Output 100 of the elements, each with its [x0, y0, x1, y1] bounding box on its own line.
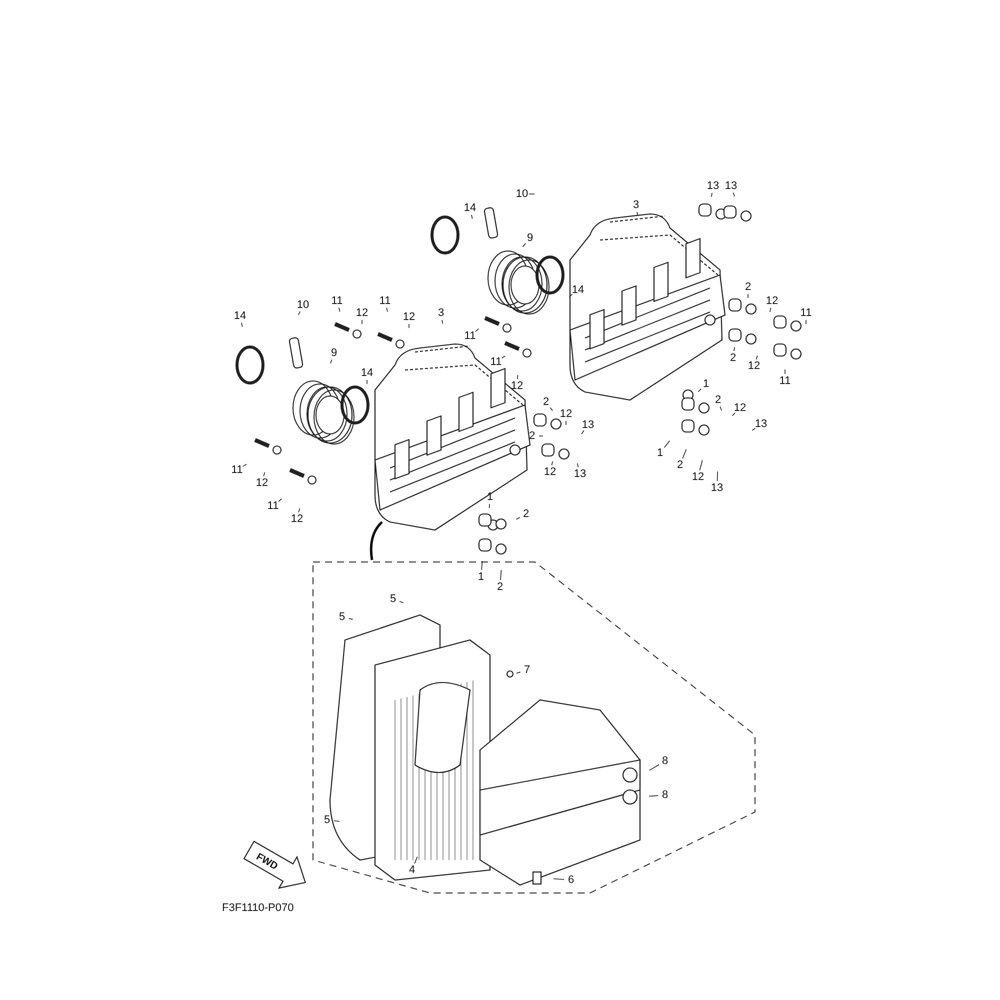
callout-number: 9 — [330, 347, 338, 359]
callout-number: 14 — [464, 202, 476, 214]
leader-line — [408, 324, 410, 328]
direction-arrow: FWD — [243, 840, 306, 889]
callout-number: 1 — [656, 447, 664, 459]
leader-line — [711, 192, 712, 198]
callout-number: 12 — [290, 513, 304, 525]
leader-line — [474, 328, 480, 332]
leader-line — [648, 795, 658, 797]
leader-line — [716, 471, 718, 482]
leader-line — [242, 464, 247, 467]
callout-number: 12 — [748, 360, 760, 372]
leader-line — [348, 618, 354, 620]
callout-number: 11 — [267, 500, 279, 512]
callout-number: 12 — [544, 466, 556, 478]
leader-line — [414, 856, 418, 864]
callout-number: 12 — [734, 402, 746, 414]
callout-number: 2 — [522, 508, 530, 520]
callout-number: 12 — [510, 380, 524, 392]
leader-line — [338, 307, 340, 312]
callout-number: 11 — [231, 464, 243, 476]
leader-line — [241, 322, 243, 328]
leader-line — [664, 440, 670, 448]
leader-line — [732, 192, 735, 197]
leader-line — [698, 388, 702, 392]
callout-number: 13 — [582, 419, 594, 431]
leader-line — [576, 462, 579, 468]
callout-number: 2 — [676, 459, 684, 471]
callout-number: 13 — [574, 468, 586, 480]
callout-number: 10 — [516, 188, 528, 200]
callout-number: 12 — [256, 477, 268, 489]
leader-line — [263, 472, 266, 477]
leader-line — [770, 307, 772, 312]
callout-number: 13 — [724, 180, 738, 192]
leader-line — [516, 516, 520, 520]
leader-line — [500, 570, 502, 580]
leader-line — [720, 406, 722, 411]
callout-number: 2 — [542, 396, 550, 408]
drawing-code: F3F1110-P070 — [222, 902, 294, 914]
callout-number: 4 — [408, 864, 416, 876]
callout-number: 1 — [486, 491, 494, 503]
leader-line — [399, 601, 404, 604]
leader-line — [366, 380, 368, 384]
leader-line — [649, 764, 660, 771]
leader-line — [682, 448, 687, 459]
leader-line — [568, 294, 573, 297]
callout-number: 8 — [662, 789, 668, 801]
callout-number: 14 — [234, 310, 246, 322]
leader-line — [734, 346, 735, 352]
callout-number: 11 — [490, 356, 502, 368]
callout-number: 5 — [324, 814, 330, 826]
leader-line — [501, 356, 506, 359]
callout-number: 3 — [632, 199, 640, 211]
callout-number: 6 — [568, 874, 574, 886]
leader-line — [732, 412, 736, 416]
callout-number: 10 — [296, 299, 310, 311]
leader-line — [581, 430, 584, 434]
callout-number: 8 — [662, 755, 668, 767]
leader-line — [553, 878, 564, 880]
leader-line — [516, 672, 521, 674]
leader-line — [298, 508, 300, 513]
leader-line — [330, 359, 332, 364]
callout-number: 11 — [800, 307, 812, 319]
callout-number: 1 — [702, 378, 710, 390]
leader-line — [442, 320, 444, 324]
callout-number: 11 — [379, 295, 391, 307]
leader-line — [756, 355, 758, 360]
callout-number: 2 — [744, 281, 752, 293]
leader-line — [386, 307, 388, 312]
callout-number: 2 — [528, 430, 536, 442]
callout-number: 12 — [692, 471, 704, 483]
callout-number: 9 — [526, 232, 534, 244]
leader-line — [699, 460, 703, 471]
callout-number: 12 — [560, 408, 572, 420]
callout-number: 11 — [331, 295, 343, 307]
leader-line — [481, 560, 483, 570]
callout-number: 7 — [524, 664, 530, 676]
callout-number: 13 — [706, 180, 720, 192]
leader-line — [334, 820, 340, 822]
callout-number: 13 — [754, 418, 768, 430]
leader-line — [550, 407, 553, 412]
callout-number: 2 — [714, 394, 722, 406]
callout-number: 12 — [402, 311, 416, 323]
callout-number: 12 — [766, 295, 778, 307]
leader-line — [471, 214, 473, 220]
callout-number: 2 — [730, 352, 736, 364]
leader-line — [784, 369, 786, 374]
callout-number: 11 — [779, 375, 791, 387]
leader-line — [298, 310, 300, 316]
callout-number: 12 — [356, 307, 368, 319]
leader-line — [522, 242, 526, 248]
callout-number: 14 — [360, 367, 374, 379]
leader-line — [752, 428, 756, 431]
callout-number: 13 — [710, 482, 724, 494]
callout-number: 14 — [572, 284, 584, 296]
leader-line — [517, 374, 518, 380]
leader-line — [488, 504, 490, 508]
leader-line — [636, 212, 638, 216]
callout-number: 5 — [390, 593, 396, 605]
callout-number: 5 — [338, 611, 346, 623]
